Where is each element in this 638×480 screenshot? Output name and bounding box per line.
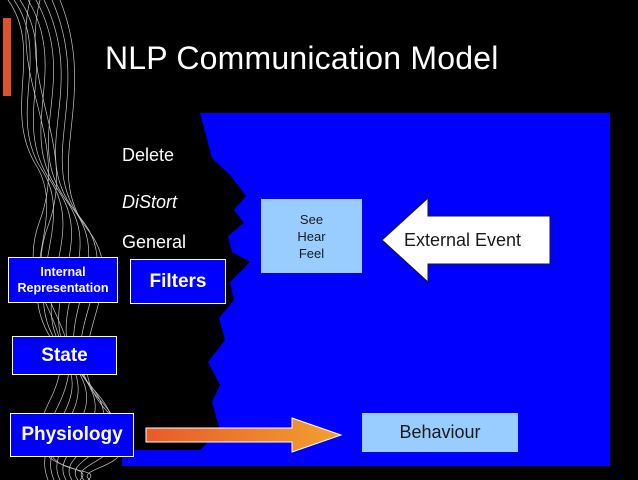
accent-bar xyxy=(3,18,11,96)
physiology-box: Physiology xyxy=(10,413,134,457)
sense-hear: Hear xyxy=(297,228,326,244)
sense-feel: Feel xyxy=(298,245,325,261)
internal-line-2: Representation xyxy=(17,281,109,295)
filter-delete-label: Delete xyxy=(122,145,175,165)
external-event-label: External Event xyxy=(404,230,522,250)
filters-box: Filters xyxy=(130,259,226,304)
behaviour-box: Behaviour xyxy=(362,413,518,452)
internal-line-1: Internal xyxy=(40,265,86,279)
filter-distort-label: DiStort xyxy=(122,192,178,212)
sense-see: See xyxy=(299,211,324,227)
physiology-to-behaviour-arrow xyxy=(145,417,343,453)
external-event-arrow xyxy=(381,196,551,284)
senses-box: See Hear Feel xyxy=(261,199,362,273)
state-box: State xyxy=(12,336,117,375)
filter-general-label: General xyxy=(122,232,187,252)
slide-title: NLP Communication Model xyxy=(105,40,499,76)
internal-representation-box: Internal Representation xyxy=(8,257,118,303)
blue-head-panel xyxy=(122,113,610,466)
